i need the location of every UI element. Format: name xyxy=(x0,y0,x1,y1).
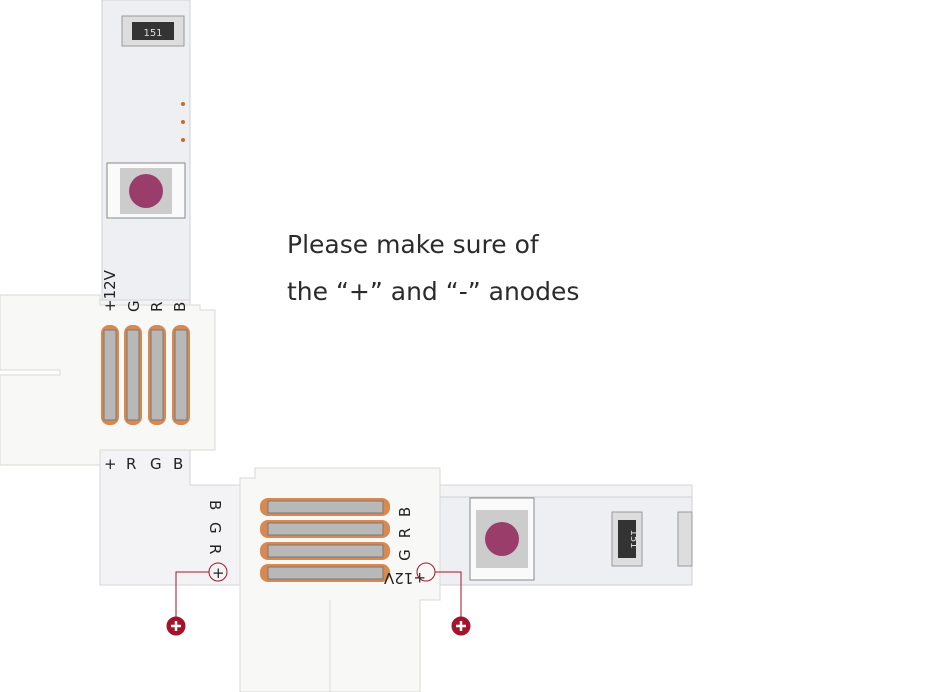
svg-text:+12V: +12V xyxy=(383,569,426,587)
svg-text:B: B xyxy=(171,302,189,312)
caption-line-1: Please make sure of xyxy=(287,230,539,259)
caption-line-2: the “+” and “-” anodes xyxy=(287,277,580,306)
positive-marker-left xyxy=(166,562,228,636)
svg-text:R: R xyxy=(206,544,224,554)
svg-text:G: G xyxy=(150,455,162,473)
svg-text:B: B xyxy=(173,455,183,473)
svg-text:B: B xyxy=(396,507,414,517)
svg-text:+: + xyxy=(104,455,117,473)
rgb-led xyxy=(469,497,535,581)
svg-text:R: R xyxy=(126,455,136,473)
resistor: 151 xyxy=(611,511,643,567)
svg-text:151: 151 xyxy=(628,529,639,548)
svg-text:151: 151 xyxy=(143,28,162,39)
right-pad-labels: B R G +12V xyxy=(383,507,426,587)
vertical-led-strip xyxy=(101,0,191,301)
svg-text:G: G xyxy=(206,522,224,534)
svg-text:+: + xyxy=(212,564,225,582)
resistor: 151 xyxy=(121,15,185,47)
svg-text:R: R xyxy=(148,302,166,312)
positive-marker-right xyxy=(416,562,471,636)
svg-text:G: G xyxy=(396,549,414,561)
rgb-led xyxy=(106,162,186,219)
svg-text:G: G xyxy=(125,300,143,312)
board-labels-rgb: + R G B xyxy=(104,455,183,473)
left-pad-labels: B G R + xyxy=(206,500,225,582)
horizontal-pins xyxy=(260,498,390,582)
svg-text:B: B xyxy=(206,500,224,510)
svg-text:R: R xyxy=(396,528,414,538)
vertical-pad-labels: +12V G R B xyxy=(101,269,189,312)
svg-text:+12V: +12V xyxy=(101,269,119,312)
vertical-pins xyxy=(101,325,190,425)
